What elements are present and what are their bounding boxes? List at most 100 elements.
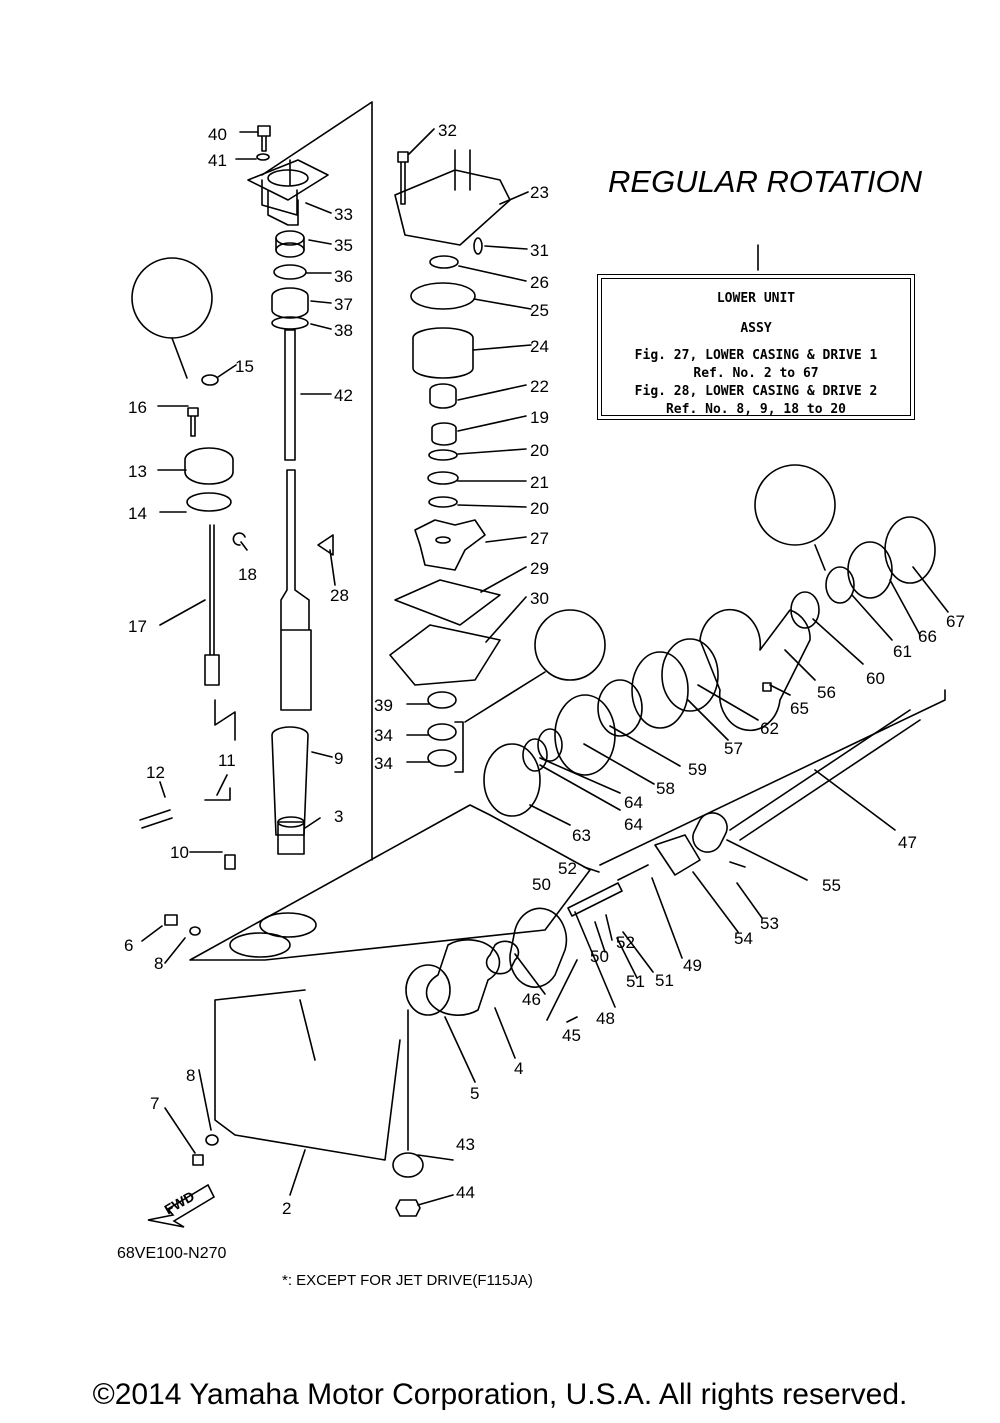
pin-53 <box>729 861 746 868</box>
liner-24 <box>412 327 474 379</box>
copyright-notice: ©2014 Yamaha Motor Corporation, U.S.A. A… <box>92 1378 908 1411</box>
reverse-gear-58 <box>554 694 616 776</box>
callout-62: 62 <box>760 719 779 738</box>
prop-shaft-47 <box>729 709 921 841</box>
bearing-60 <box>790 591 820 629</box>
callout-5: 5 <box>470 1084 479 1103</box>
washer-8a <box>189 926 201 936</box>
callout-30: 30 <box>530 589 549 608</box>
footnote: *: EXCEPT FOR JET DRIVE(F115JA) <box>282 1272 533 1289</box>
callout-45: 45 <box>562 1026 581 1045</box>
callout-57: 57 <box>724 739 743 758</box>
callout-37: 37 <box>334 295 353 314</box>
callout-66: 66 <box>918 627 937 646</box>
detail-circle-right <box>754 464 836 546</box>
oil-seal-63 <box>483 743 541 817</box>
fwd-arrow: FWD <box>147 1183 216 1228</box>
key-19 <box>431 422 457 446</box>
callout-2: 2 <box>282 1199 291 1218</box>
callout-61: 61 <box>893 642 912 661</box>
callout-56: 56 <box>817 683 836 702</box>
callout-28: 28 <box>330 586 349 605</box>
drain-screw-7 <box>192 1154 204 1166</box>
callout-60: 60 <box>866 669 885 688</box>
callout-18: 18 <box>238 565 257 584</box>
seal-22 <box>429 383 457 409</box>
callout-22: 22 <box>530 377 549 396</box>
plate-29 <box>394 579 501 626</box>
fig-28-reference: Fig. 28, LOWER CASING & DRIVE 2 <box>634 384 878 399</box>
pinion-43 <box>392 1152 424 1178</box>
callout-31: 31 <box>530 241 549 260</box>
bracket-34 <box>454 721 464 773</box>
callout-33: 33 <box>334 205 353 224</box>
callout-38: 38 <box>334 321 353 340</box>
callout-13: 13 <box>128 462 147 481</box>
bearing-46 <box>485 940 520 975</box>
spring-49 <box>617 864 649 881</box>
oring-25 <box>410 282 476 310</box>
callout-20: 20 <box>530 441 549 460</box>
bearing-3 <box>277 821 305 855</box>
oring-26 <box>429 255 459 269</box>
callout-26: 26 <box>530 273 549 292</box>
assembly-type: ASSY <box>740 321 772 336</box>
bolt-16 <box>187 407 199 437</box>
propshaft-group-line <box>599 689 946 866</box>
callout-24: 24 <box>530 337 549 356</box>
callout-34: 34 <box>374 754 393 773</box>
callout-3: 3 <box>334 807 343 826</box>
forward-gear-45 <box>509 907 568 988</box>
callout-64: 64 <box>624 793 643 812</box>
callout-32: 32 <box>438 121 457 140</box>
ring-nut-67 <box>884 516 936 584</box>
impeller-27 <box>414 519 486 571</box>
seal-39 <box>427 691 457 709</box>
callout-59: 59 <box>688 760 707 779</box>
callout-52: 52 <box>616 933 635 952</box>
callout-29: 29 <box>530 559 549 578</box>
leader-lines <box>141 128 949 1206</box>
assembly-info-box: LOWER UNIT ASSY Fig. 27, LOWER CASING & … <box>597 274 915 420</box>
washer-20a <box>428 449 458 461</box>
callout-51: 51 <box>626 972 645 991</box>
detail-circle-left <box>131 257 213 339</box>
callout-35: 35 <box>334 236 353 255</box>
assembly-name: LOWER UNIT <box>716 291 796 306</box>
shift-rod-break <box>214 699 236 741</box>
callout-34: 34 <box>374 726 393 745</box>
callout-48: 48 <box>596 1009 615 1028</box>
detail-circle-mid <box>534 609 606 681</box>
oring-14 <box>186 492 232 512</box>
callout-43: 43 <box>456 1135 475 1154</box>
callout-47: 47 <box>898 833 917 852</box>
callout-42: 42 <box>334 386 353 405</box>
callout-21: 21 <box>530 473 549 492</box>
callout-36: 36 <box>334 267 353 286</box>
callout-10: 10 <box>170 843 189 862</box>
washer-20b <box>428 496 458 508</box>
callout-25: 25 <box>530 301 549 320</box>
sleeve-9 <box>271 726 309 836</box>
callout-50: 50 <box>590 947 609 966</box>
callout-27: 27 <box>530 529 549 548</box>
callout-53: 53 <box>760 914 779 933</box>
clutch-54 <box>654 834 701 876</box>
callout-9: 9 <box>334 749 343 768</box>
casing-2 <box>189 804 591 1161</box>
callout-41: 41 <box>208 151 227 170</box>
callout-7: 7 <box>150 1094 159 1113</box>
retainer-13 <box>184 447 234 485</box>
callout-12: 12 <box>146 763 165 782</box>
callout-6: 6 <box>124 936 133 955</box>
callout-67: 67 <box>946 612 965 631</box>
spring-55 <box>692 812 728 853</box>
washer-41 <box>256 153 270 161</box>
callout-14: 14 <box>128 504 147 523</box>
bolt-40 <box>257 125 271 152</box>
callout-16: 16 <box>128 398 147 417</box>
pin-28 <box>317 534 334 556</box>
seal-61 <box>825 566 855 604</box>
